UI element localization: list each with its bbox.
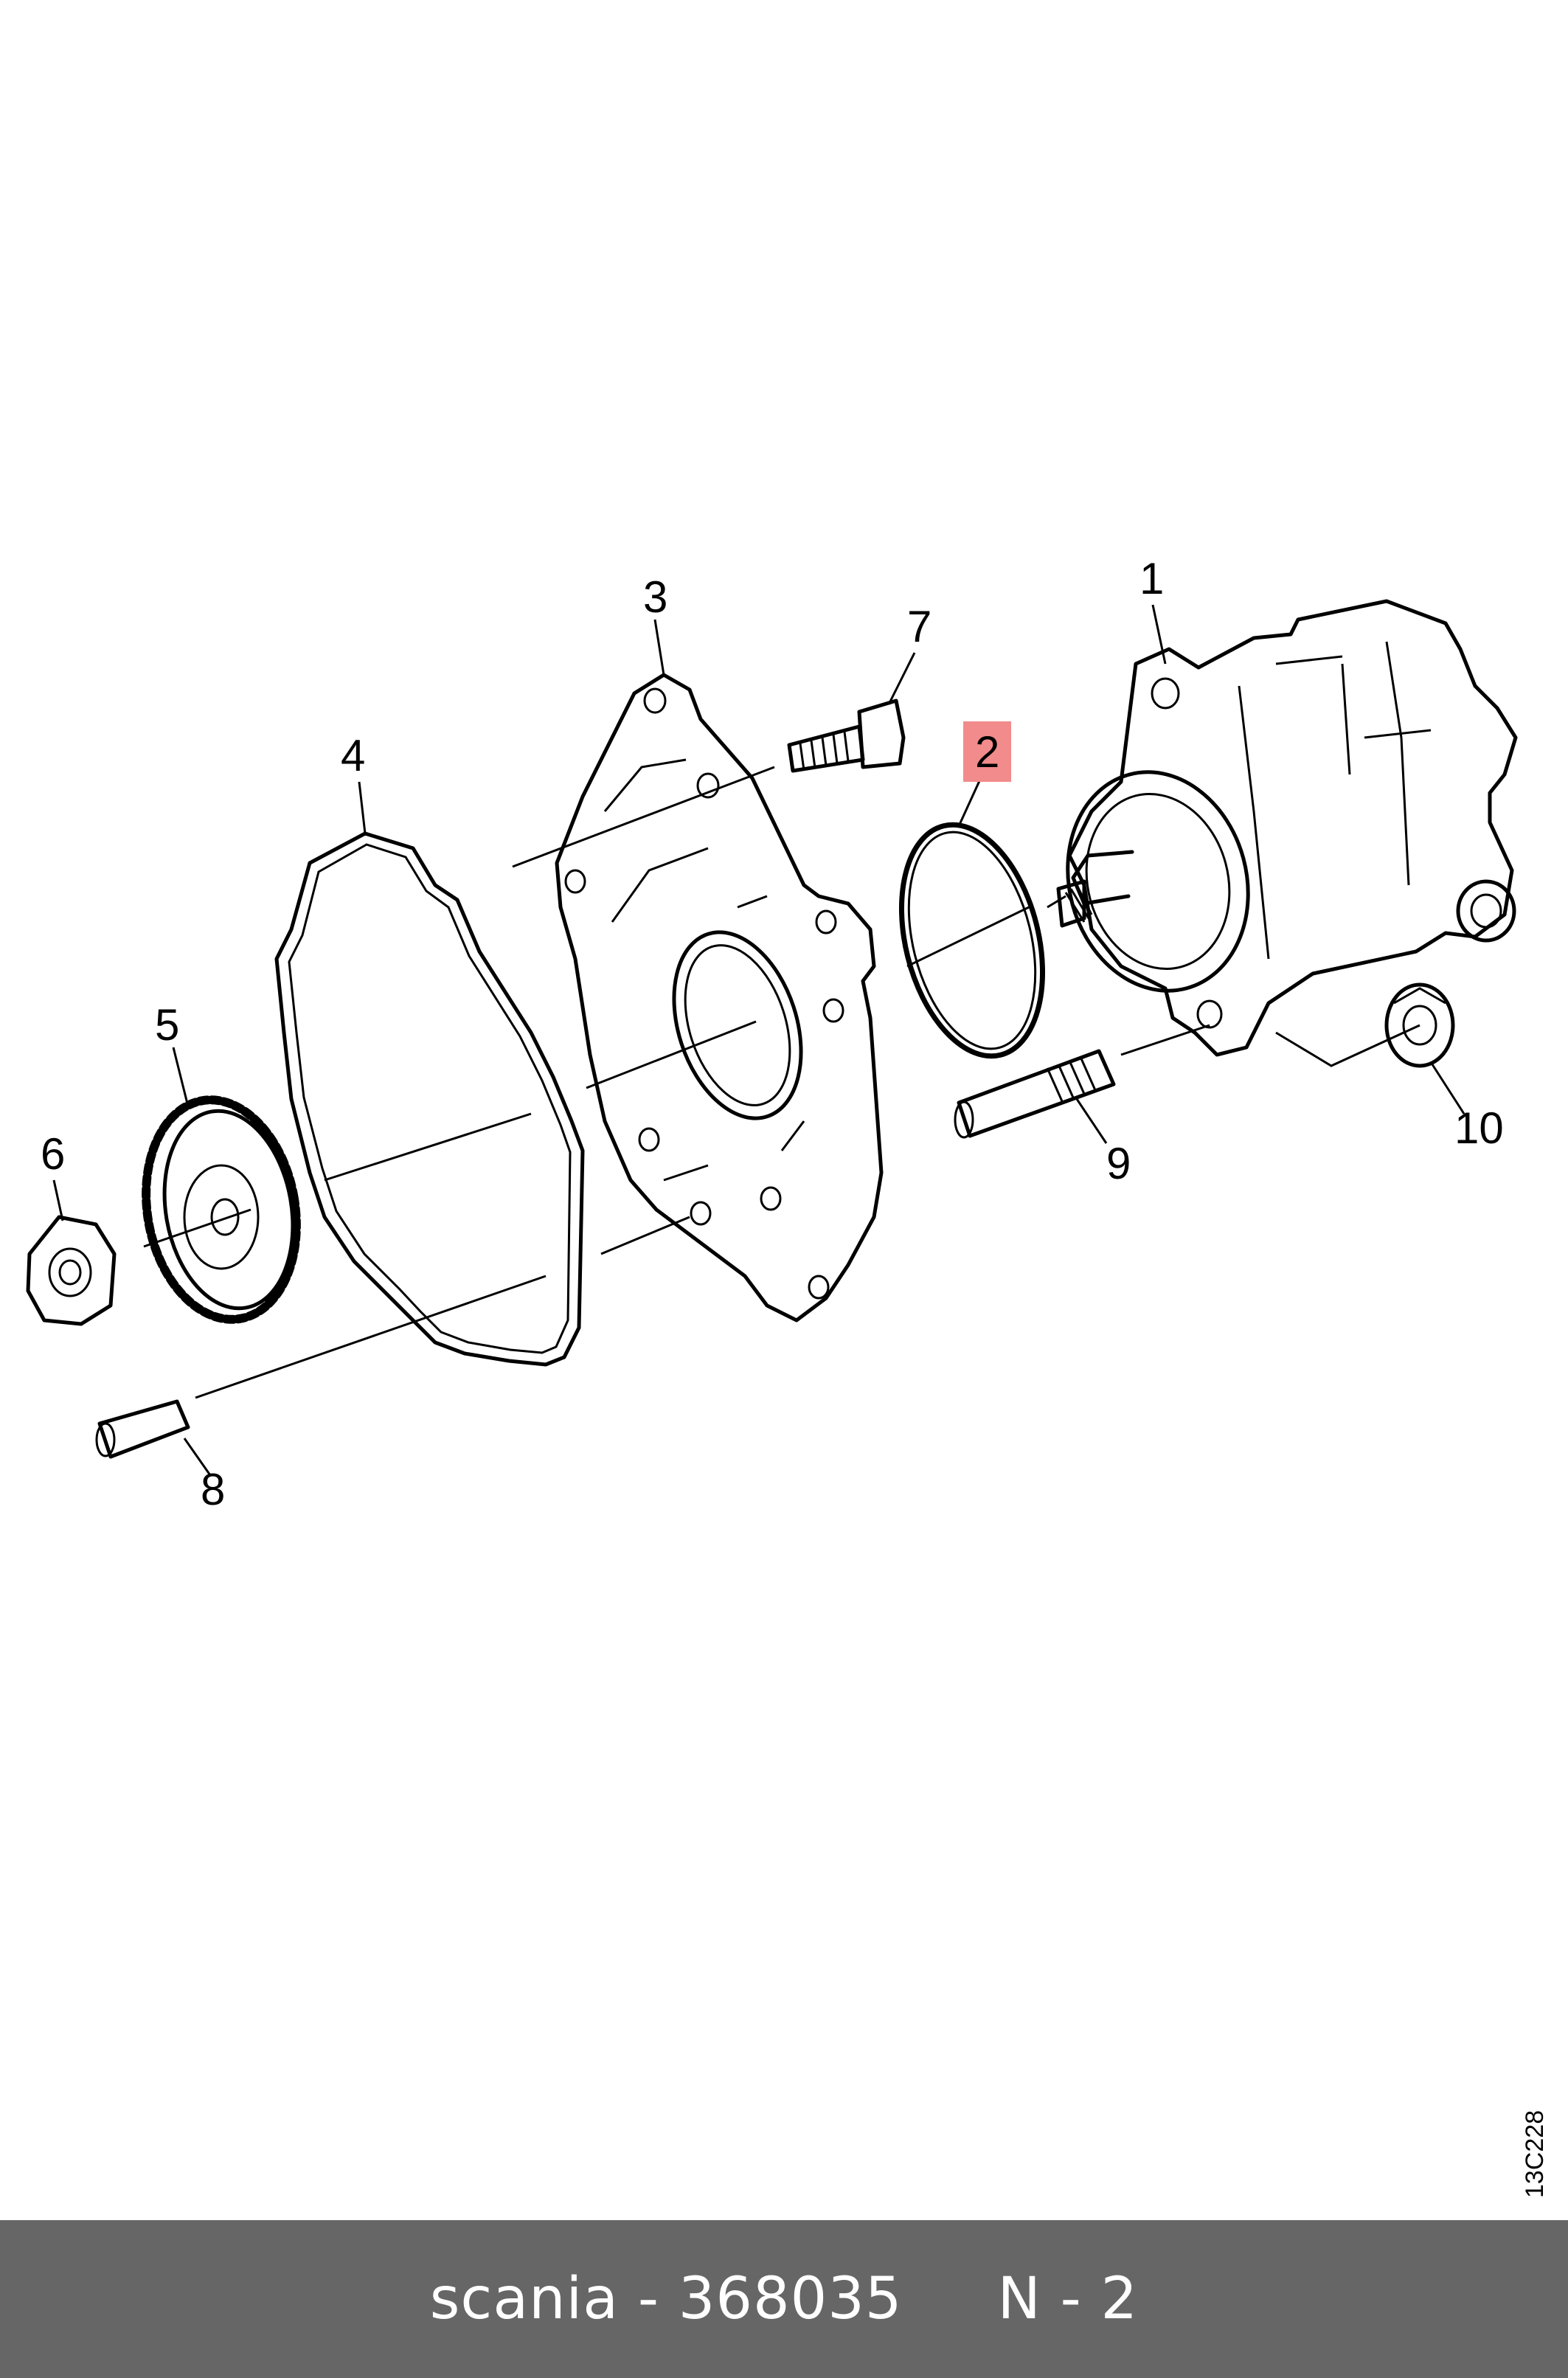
part-3-flange[interactable] [555, 673, 884, 1323]
part-9-stud[interactable] [954, 1049, 1116, 1139]
part-7-bolt[interactable] [787, 699, 906, 773]
part-5-gear[interactable] [129, 1088, 313, 1331]
callout-5: 5 [155, 1000, 179, 1050]
callout-3: 3 [643, 572, 667, 622]
callout-1: 1 [1139, 554, 1164, 603]
part-1-pump[interactable] [1044, 599, 1518, 1057]
callout-10: 10 [1454, 1103, 1504, 1153]
callout-7: 7 [907, 602, 932, 651]
part-8-pin[interactable] [95, 1399, 190, 1459]
callout-8: 8 [201, 1465, 225, 1514]
part-number-caption: scania - 368035 N - 2 [429, 2266, 1139, 2332]
callout-2-highlight [963, 721, 1011, 782]
callout-9: 9 [1106, 1139, 1131, 1188]
part-10-flange-nut[interactable] [1384, 982, 1455, 1068]
drawing-code: 13C228 [1521, 2110, 1549, 2198]
footer-bar: scania - 368035 N - 2 [0, 2220, 1568, 2378]
exploded-parts-diagram: 1 2 3 4 5 6 7 8 9 10 13C228 [26, 554, 1549, 2198]
leader-lines [52, 604, 1465, 1476]
part-2-o-ring[interactable] [879, 810, 1065, 1071]
callout-4: 4 [341, 731, 365, 780]
callout-6: 6 [41, 1129, 65, 1179]
part-4-gasket[interactable] [274, 831, 585, 1367]
part-6-nut[interactable] [26, 1215, 117, 1326]
callout-2: 2 [975, 727, 999, 777]
